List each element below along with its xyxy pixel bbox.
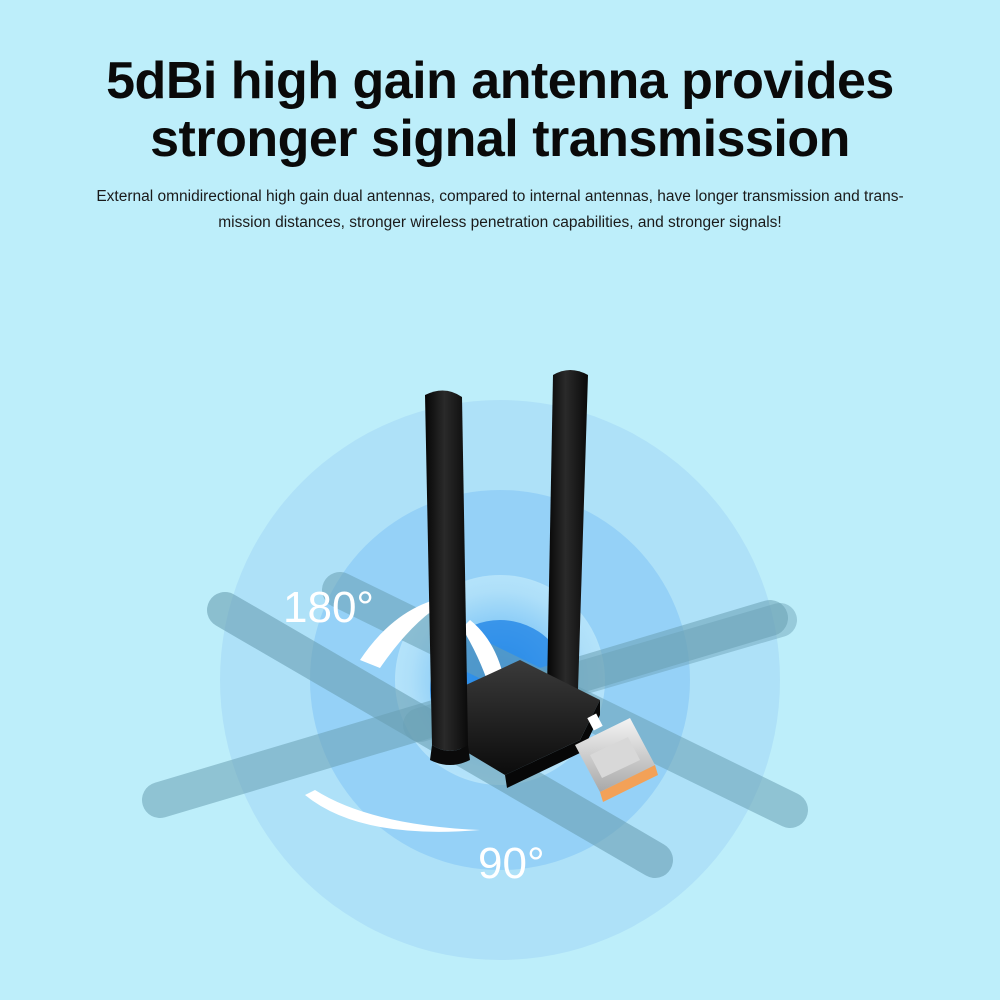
headline: 5dBi high gain antenna provides stronger… [0,52,1000,168]
description: External omnidirectional high gain dual … [60,184,940,236]
angle-label-180: 180° [283,583,374,632]
description-line-2: mission distances, stronger wireless pen… [218,214,782,231]
adapter-body [455,660,603,788]
headline-line-2: stronger signal transmission [150,110,850,168]
angle-label-90: 90° [478,839,545,888]
arc-180 [360,595,460,668]
description-line-1: External omnidirectional high gain dual … [96,188,904,205]
antenna-front [425,390,470,765]
antenna-rear [547,370,588,695]
headline-line-1: 5dBi high gain antenna provides [106,52,894,110]
arc-180-right [462,620,509,770]
arc-90 [305,790,480,832]
usb-connector [575,718,658,802]
rotation-arcs [305,595,509,832]
